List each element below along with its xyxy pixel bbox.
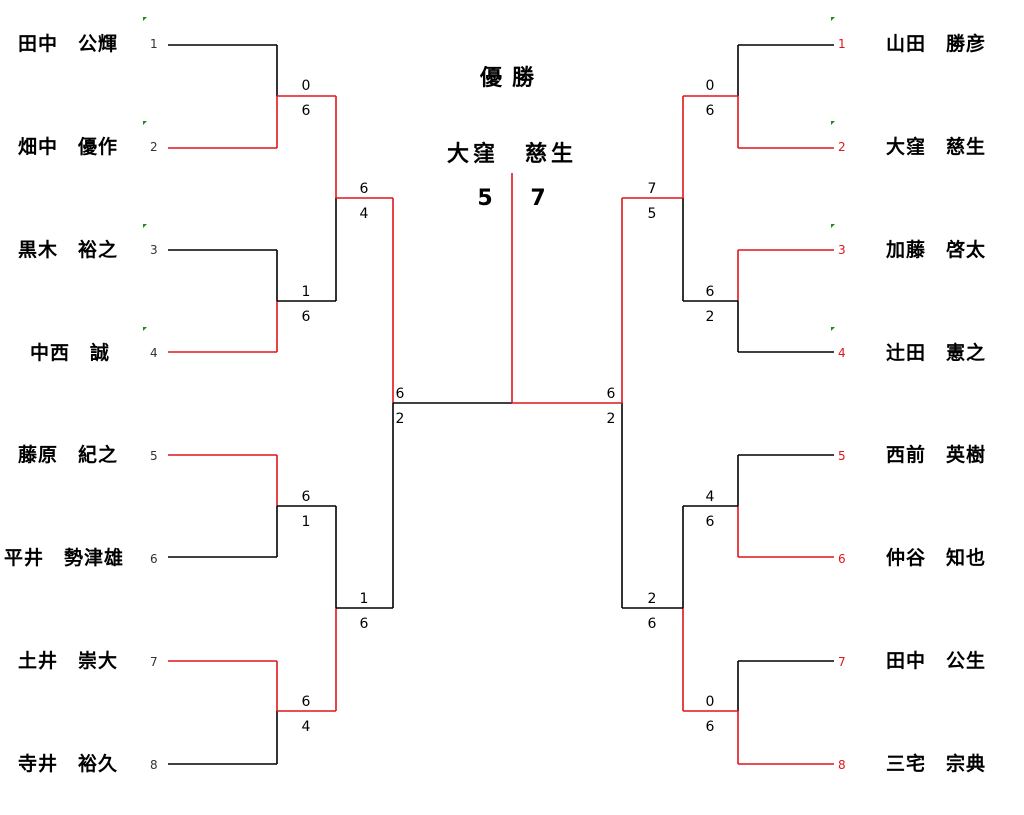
left-seed: 6 bbox=[150, 552, 158, 566]
seed-marker-icon bbox=[831, 121, 835, 125]
score: 1 bbox=[301, 514, 311, 530]
right-seed: 5 bbox=[838, 449, 846, 463]
left-player-name: 中西 誠 bbox=[30, 342, 111, 364]
score: 6 bbox=[359, 181, 369, 197]
final-score-right: 7 bbox=[530, 186, 546, 211]
right-player-name: 田中 公生 bbox=[886, 650, 987, 672]
score: 2 bbox=[606, 411, 616, 427]
score: 6 bbox=[647, 616, 657, 632]
final-score-left: 5 bbox=[477, 186, 493, 211]
seed-marker-icon bbox=[831, 327, 835, 331]
score: 6 bbox=[301, 103, 311, 119]
right-seed: 4 bbox=[838, 346, 846, 360]
seed-marker-icon bbox=[831, 17, 835, 21]
left-seed: 4 bbox=[150, 346, 158, 360]
left-player-name: 藤原 紀之 bbox=[18, 444, 119, 466]
score: 0 bbox=[705, 694, 715, 710]
left-player-name: 平井 勢津雄 bbox=[4, 547, 125, 569]
seed-marker-icon bbox=[143, 327, 147, 331]
left-seed: 8 bbox=[150, 758, 158, 772]
score: 6 bbox=[359, 616, 369, 632]
score: 0 bbox=[705, 78, 715, 94]
score: 6 bbox=[705, 284, 715, 300]
score: 6 bbox=[606, 386, 616, 402]
score: 2 bbox=[395, 411, 405, 427]
right-player-name: 辻田 憲之 bbox=[886, 342, 987, 364]
seed-marker-icon bbox=[143, 224, 147, 228]
right-seed: 8 bbox=[838, 758, 846, 772]
seed-marker-icon bbox=[143, 17, 147, 21]
score: 6 bbox=[301, 309, 311, 325]
right-player-name: 三宅 宗典 bbox=[886, 753, 987, 775]
score: 6 bbox=[301, 489, 311, 505]
right-seed: 6 bbox=[838, 552, 846, 566]
score: 2 bbox=[705, 309, 715, 325]
left-seed: 2 bbox=[150, 140, 158, 154]
right-seed: 7 bbox=[838, 655, 846, 669]
score: 6 bbox=[705, 103, 715, 119]
score: 6 bbox=[705, 719, 715, 735]
champion-title: 優勝 bbox=[479, 66, 544, 91]
left-seed: 5 bbox=[150, 449, 158, 463]
score: 1 bbox=[301, 284, 311, 300]
seed-marker-icon bbox=[143, 121, 147, 125]
right-player-name: 仲谷 知也 bbox=[886, 547, 987, 569]
right-player-name: 山田 勝彦 bbox=[886, 33, 987, 55]
right-seed: 1 bbox=[838, 37, 846, 51]
champion-name: 大窪 慈生 bbox=[446, 142, 577, 167]
score: 6 bbox=[395, 386, 405, 402]
score: 4 bbox=[301, 719, 311, 735]
score: 0 bbox=[301, 78, 311, 94]
score: 6 bbox=[705, 514, 715, 530]
left-seed: 3 bbox=[150, 243, 158, 257]
right-player-name: 大窪 慈生 bbox=[886, 136, 987, 158]
score: 6 bbox=[301, 694, 311, 710]
score: 4 bbox=[359, 206, 369, 222]
right-seed: 2 bbox=[838, 140, 846, 154]
left-seed: 1 bbox=[150, 37, 158, 51]
left-player-name: 黒木 裕之 bbox=[18, 239, 119, 261]
right-seed: 3 bbox=[838, 243, 846, 257]
score: 5 bbox=[647, 206, 657, 222]
left-player-name: 田中 公輝 bbox=[18, 33, 119, 55]
score: 1 bbox=[359, 591, 369, 607]
left-player-name: 土井 崇大 bbox=[18, 650, 119, 672]
score: 7 bbox=[647, 181, 657, 197]
left-seed: 7 bbox=[150, 655, 158, 669]
left-player-name: 畑中 優作 bbox=[18, 136, 119, 158]
right-player-name: 西前 英樹 bbox=[886, 444, 987, 466]
seed-marker-icon bbox=[831, 224, 835, 228]
score: 2 bbox=[647, 591, 657, 607]
left-player-name: 寺井 裕久 bbox=[18, 753, 119, 775]
score: 4 bbox=[705, 489, 715, 505]
right-player-name: 加藤 啓太 bbox=[886, 239, 987, 261]
